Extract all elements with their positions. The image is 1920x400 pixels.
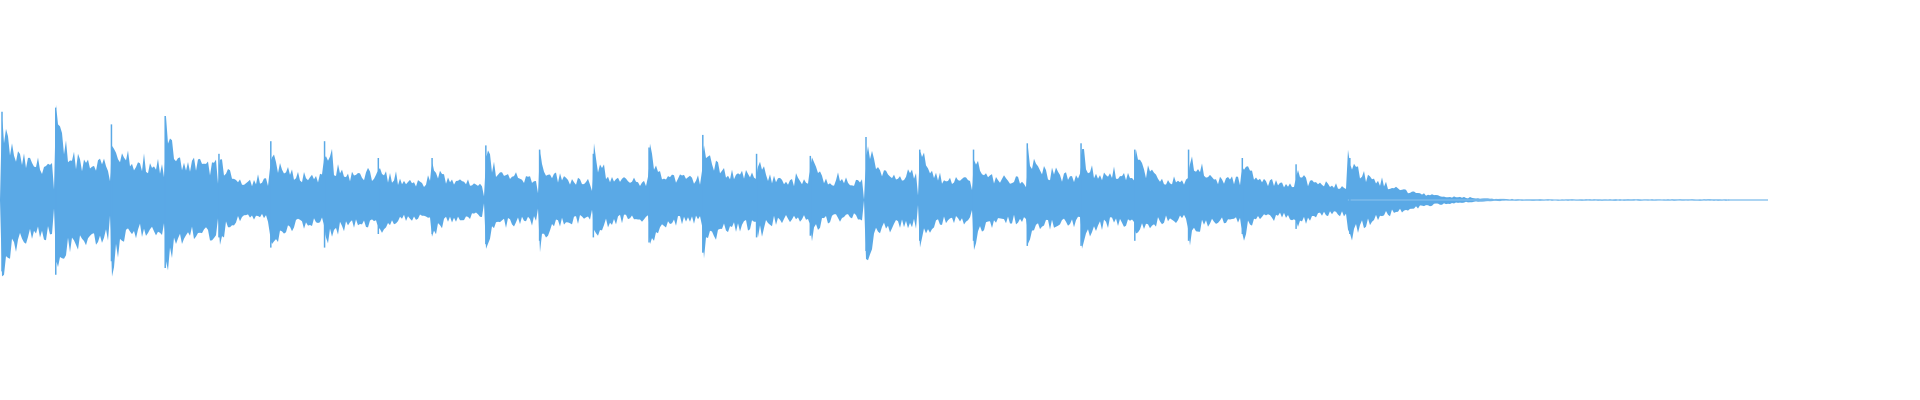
waveform-body [0,104,1768,277]
waveform-shape [0,104,1768,277]
